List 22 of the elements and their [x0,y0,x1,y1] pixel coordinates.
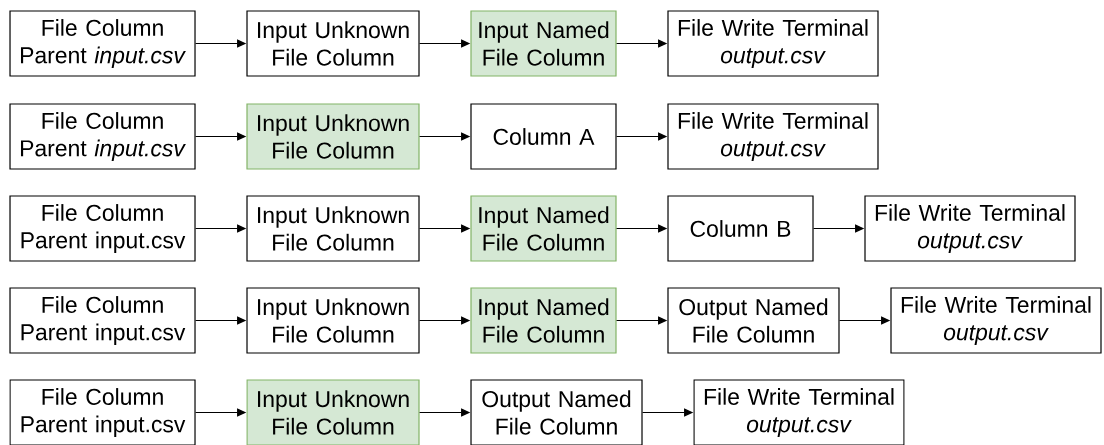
process-box: Input Unknown File Column [246,379,420,445]
process-box: Input Unknown File Column [246,195,420,262]
process-box: Output Named File Column [667,287,840,354]
process-box: Input Unknown File Column [246,103,420,170]
process-box: Output Named File Column [470,379,643,445]
process-box: File Column Parent input.csv [9,287,196,354]
process-box: Input Unknown File Column [246,10,420,77]
process-box: Input Named File Column [470,195,617,262]
process-box: Column B [667,195,814,262]
process-box: File Column Parent input.csv [9,10,196,77]
process-box: File Write Terminal output.csv [890,287,1102,354]
process-box: Input Unknown File Column [246,287,420,354]
process-box: File Write Terminal output.csv [667,103,879,170]
process-box: File Write Terminal output.csv [693,379,905,445]
process-box: File Column Parent input.csv [9,195,196,262]
process-box: File Write Terminal output.csv [667,10,879,77]
process-box: Input Named File Column [470,287,617,354]
process-box: File Write Terminal output.csv [864,195,1076,262]
process-box: Input Named File Column [470,10,617,77]
process-box: File Column Parent input.csv [9,103,196,170]
process-box: File Column Parent input.csv [9,379,196,445]
process-box: Column A [470,103,617,170]
